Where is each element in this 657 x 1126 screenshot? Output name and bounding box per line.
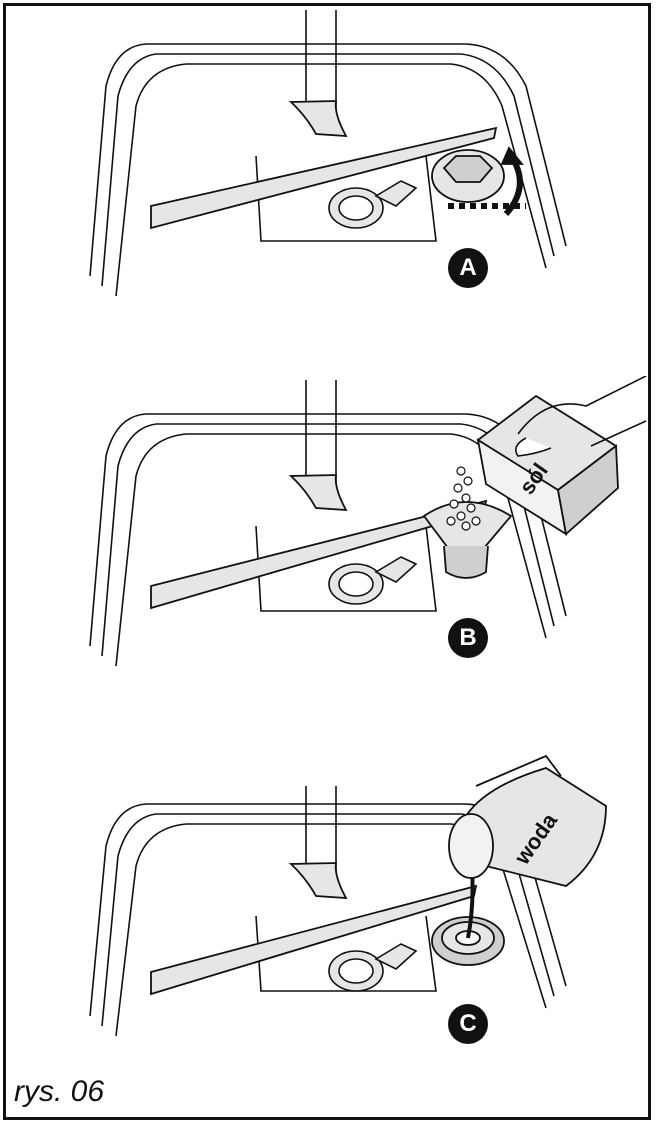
spray-arm-hub bbox=[288, 100, 348, 138]
spray-pipe bbox=[305, 10, 337, 116]
step-c-panel: woda C bbox=[6, 746, 648, 1116]
spray-arm bbox=[150, 884, 478, 996]
step-a-illustration bbox=[89, 10, 567, 297]
step-b-panel: sól B bbox=[6, 376, 648, 746]
step-c-badge: C bbox=[448, 1004, 488, 1044]
tub-outline bbox=[146, 43, 567, 247]
spray-arm bbox=[150, 126, 498, 230]
step-b-illustration bbox=[89, 376, 647, 667]
step-b-badge: B bbox=[448, 618, 488, 658]
tub-outline bbox=[115, 63, 187, 297]
step-c-illustration bbox=[89, 754, 607, 1037]
hand bbox=[517, 376, 647, 435]
step-a-badge: A bbox=[448, 248, 488, 288]
tub-outline bbox=[89, 43, 147, 277]
salt-grains bbox=[446, 466, 481, 531]
figure-frame: A bbox=[3, 3, 651, 1120]
tub-outline bbox=[101, 53, 157, 287]
figure-caption: rys. 06 bbox=[14, 1075, 105, 1108]
tub-outline bbox=[156, 53, 555, 257]
water-jug bbox=[464, 767, 607, 887]
tub-outline bbox=[186, 63, 547, 269]
step-a-panel: A bbox=[6, 6, 648, 376]
